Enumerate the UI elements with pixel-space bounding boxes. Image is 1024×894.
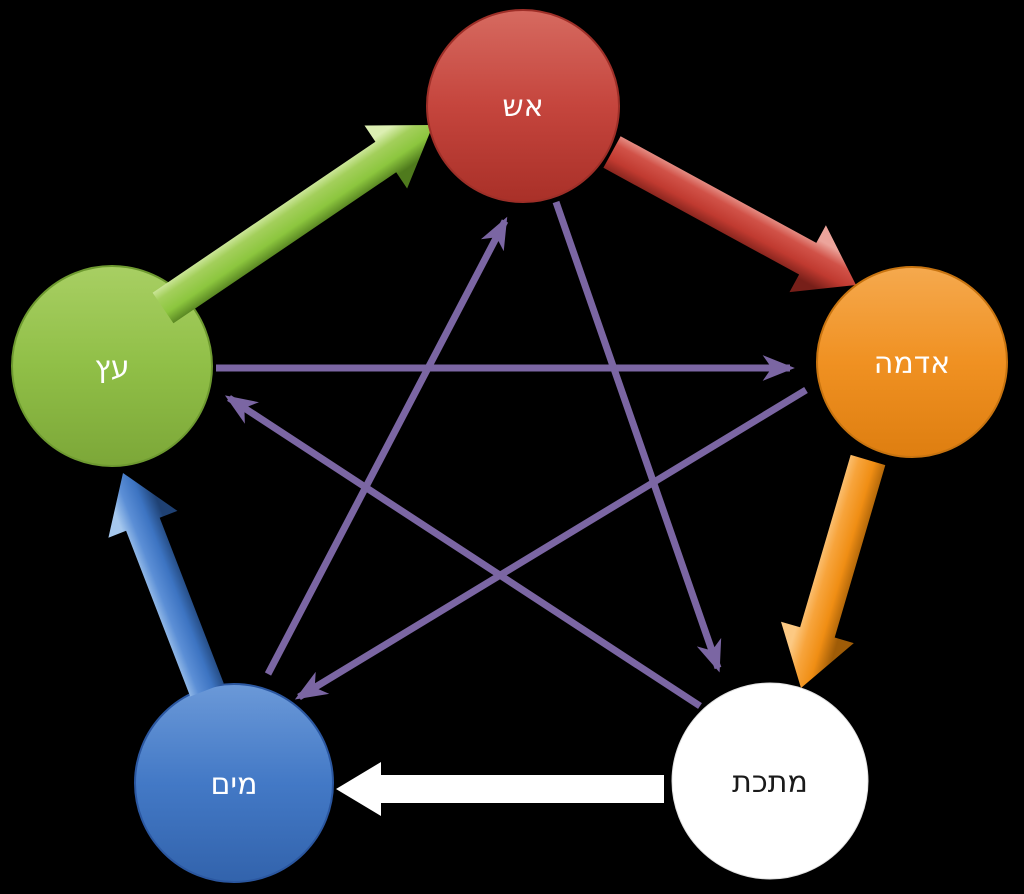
node-earth-label: אדמה (874, 346, 950, 381)
node-labels: אש אדמה מתכת מים עץ (95, 89, 951, 802)
node-fire-label: אש (502, 89, 543, 124)
generating-arrow-fire-to-earth (603, 136, 856, 293)
overcoming-arrow-water-to-fire (264, 216, 509, 676)
generating-arrow-water-to-wood (108, 473, 224, 697)
node-wood-label: עץ (95, 350, 130, 385)
generating-arrow-wood-to-fire (152, 125, 433, 324)
overcoming-arrow-earth-to-water (294, 387, 808, 700)
generating-arrow-metal-to-water (336, 762, 664, 816)
node-earth-circle (816, 266, 1008, 458)
overcoming-arrow-metal-to-wood (224, 395, 702, 709)
node-wood-circle (11, 265, 213, 467)
node-metal-label: מתכת (732, 765, 808, 800)
overcoming-arrows (216, 200, 808, 709)
generating-arrow-earth-to-metal (781, 454, 886, 688)
node-water-label: מים (211, 767, 258, 802)
node-metal-circle (671, 682, 869, 880)
overcoming-arrow-fire-to-metal (552, 200, 722, 673)
node-water-circle (134, 683, 334, 883)
node-fire-circle (426, 9, 620, 203)
